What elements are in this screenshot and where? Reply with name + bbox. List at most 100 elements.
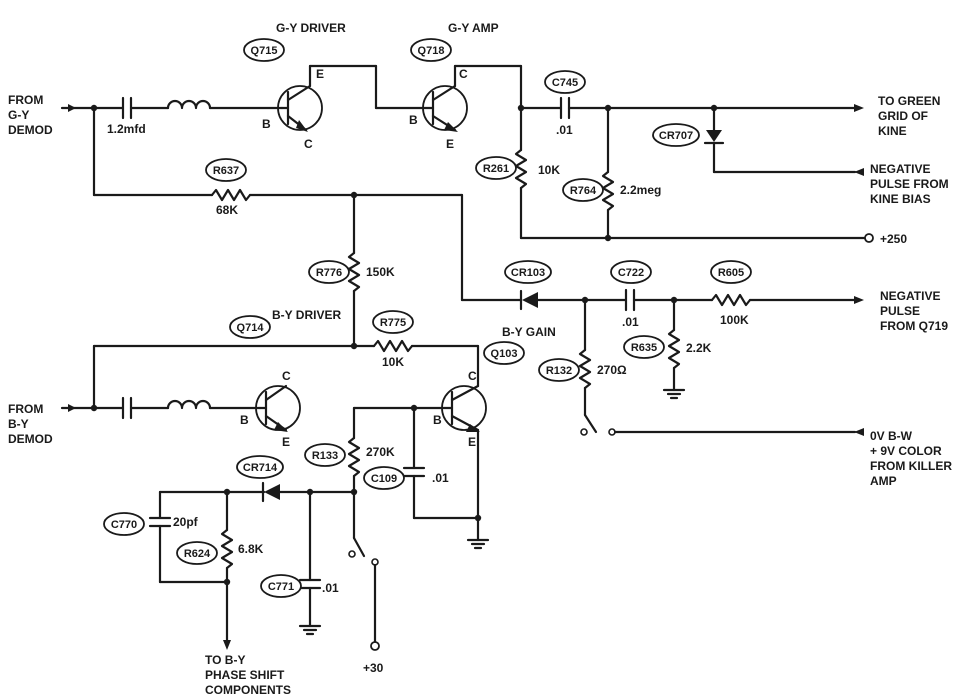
svg-text:DEMOD: DEMOD — [8, 432, 53, 446]
plus-250-label: +250 — [880, 232, 907, 246]
svg-text:0V B-W: 0V B-W — [870, 429, 913, 443]
neg-pulse-q719-label: NEGATIVE PULSE FROM Q719 — [880, 289, 948, 333]
to-by-phase-label: TO B-Y PHASE SHIFT COMPONENTS — [205, 653, 291, 697]
svg-text:Q103: Q103 — [491, 348, 518, 360]
svg-text:PHASE SHIFT: PHASE SHIFT — [205, 668, 285, 682]
from-gy-label: FROM G-Y DEMOD — [8, 93, 53, 137]
c109-ref: C109 — [363, 466, 405, 490]
q103-emitter-pin: E — [468, 435, 476, 449]
svg-text:Q714: Q714 — [237, 322, 265, 334]
killer-amp-label: 0V B-W + 9V COLOR FROM KILLER AMP — [870, 429, 952, 488]
c771-value: .01 — [322, 581, 339, 595]
mid-wiring — [92, 193, 864, 436]
gy-input-wiring — [60, 96, 522, 302]
by-input-wiring — [60, 344, 262, 420]
q715-emitter-pin: E — [316, 67, 324, 81]
svg-text:KINE BIAS: KINE BIAS — [870, 192, 931, 206]
r624-value: 6.8K — [238, 542, 264, 556]
from-by-label: FROM B-Y DEMOD — [8, 402, 53, 446]
q103-base-pin: B — [433, 413, 442, 427]
gy-stage-wiring — [308, 64, 874, 243]
r637-value: 68K — [216, 203, 238, 217]
by-driver-label: B-Y DRIVER — [272, 308, 341, 322]
q718-base-pin: B — [409, 113, 418, 127]
r133-value: 270K — [366, 445, 395, 459]
svg-text:Q715: Q715 — [251, 45, 278, 57]
svg-text:R764: R764 — [570, 185, 597, 197]
svg-text:G-Y: G-Y — [8, 108, 29, 122]
svg-text:NEGATIVE: NEGATIVE — [880, 289, 940, 303]
r775-ref: R775 — [372, 310, 414, 334]
c722-value: .01 — [622, 315, 639, 329]
to-green-grid-label: TO GREEN GRID OF KINE — [878, 94, 940, 138]
svg-text:GRID OF: GRID OF — [878, 109, 928, 123]
q103-ref: Q103 — [483, 341, 525, 365]
r261-ref: R261 — [475, 156, 517, 180]
q718-transistor — [374, 64, 468, 132]
q714-collector-pin: C — [282, 369, 291, 383]
svg-text:R635: R635 — [631, 342, 657, 354]
r605-value: 100K — [720, 313, 749, 327]
c771-ref: C771 — [260, 574, 302, 598]
svg-text:R775: R775 — [380, 317, 406, 329]
c745-value: .01 — [556, 123, 573, 137]
svg-text:TO B-Y: TO B-Y — [205, 653, 245, 667]
cr103-ref: CR103 — [504, 260, 552, 284]
by-gain-label: B-Y GAIN — [502, 325, 556, 339]
svg-text:KINE: KINE — [878, 124, 907, 138]
c745-ref: C745 — [544, 70, 586, 94]
r635-value: 2.2K — [686, 341, 712, 355]
svg-text:CR707: CR707 — [659, 130, 693, 142]
svg-text:DEMOD: DEMOD — [8, 123, 53, 137]
q714-emitter-pin: E — [282, 435, 290, 449]
neg-pulse-kine-label: NEGATIVE PULSE FROM KINE BIAS — [870, 162, 949, 206]
r776-value: 150K — [366, 265, 395, 279]
q714-transistor — [255, 384, 301, 432]
q103-collector-pin: C — [468, 369, 477, 383]
c770-value: 20pf — [173, 515, 199, 529]
svg-text:R132: R132 — [546, 365, 572, 377]
q715-transistor — [277, 64, 323, 132]
r133-ref: R133 — [304, 443, 346, 467]
q103-transistor — [412, 384, 487, 432]
svg-text:FROM KILLER: FROM KILLER — [870, 459, 952, 473]
r605-ref: R605 — [710, 260, 752, 284]
q715-base-pin: B — [262, 117, 271, 131]
r764-value: 2.2meg — [620, 183, 661, 197]
r775-value: 10K — [382, 355, 404, 369]
q715-collector-pin: C — [304, 137, 313, 151]
svg-text:R133: R133 — [312, 450, 338, 462]
gy-driver-label: G-Y DRIVER — [276, 21, 346, 35]
r624-ref: R624 — [176, 541, 218, 565]
svg-text:C771: C771 — [268, 581, 294, 593]
r764-ref: R764 — [562, 178, 604, 202]
q714-base-pin: B — [240, 413, 249, 427]
svg-text:B-Y: B-Y — [8, 417, 29, 431]
r132-ref: R132 — [538, 358, 580, 382]
r635-ref: R635 — [623, 335, 665, 359]
svg-text:FROM: FROM — [8, 402, 43, 416]
q718-emitter-pin: E — [446, 137, 454, 151]
svg-text:Q718: Q718 — [418, 45, 445, 57]
svg-text:R261: R261 — [483, 163, 509, 175]
svg-text:C745: C745 — [552, 77, 578, 89]
svg-text:PULSE: PULSE — [880, 304, 920, 318]
svg-text:R624: R624 — [184, 548, 211, 560]
svg-text:C109: C109 — [371, 473, 397, 485]
by-stage-wiring — [148, 404, 490, 651]
r637-ref: R637 — [205, 158, 247, 182]
svg-text:R637: R637 — [213, 165, 239, 177]
svg-text:CR714: CR714 — [243, 462, 278, 474]
svg-text:C722: C722 — [618, 267, 644, 279]
svg-text:FROM: FROM — [8, 93, 43, 107]
q718-collector-pin: C — [459, 67, 468, 81]
svg-text:COMPONENTS: COMPONENTS — [205, 683, 291, 697]
q715-ref: Q715 — [243, 38, 285, 62]
svg-text:+ 9V COLOR: + 9V COLOR — [870, 444, 942, 458]
svg-text:CR103: CR103 — [511, 267, 545, 279]
svg-text:R776: R776 — [316, 267, 342, 279]
svg-text:PULSE FROM: PULSE FROM — [870, 177, 949, 191]
svg-text:NEGATIVE: NEGATIVE — [870, 162, 930, 176]
gy-amp-label: G-Y AMP — [448, 21, 499, 35]
svg-text:FROM Q719: FROM Q719 — [880, 319, 948, 333]
